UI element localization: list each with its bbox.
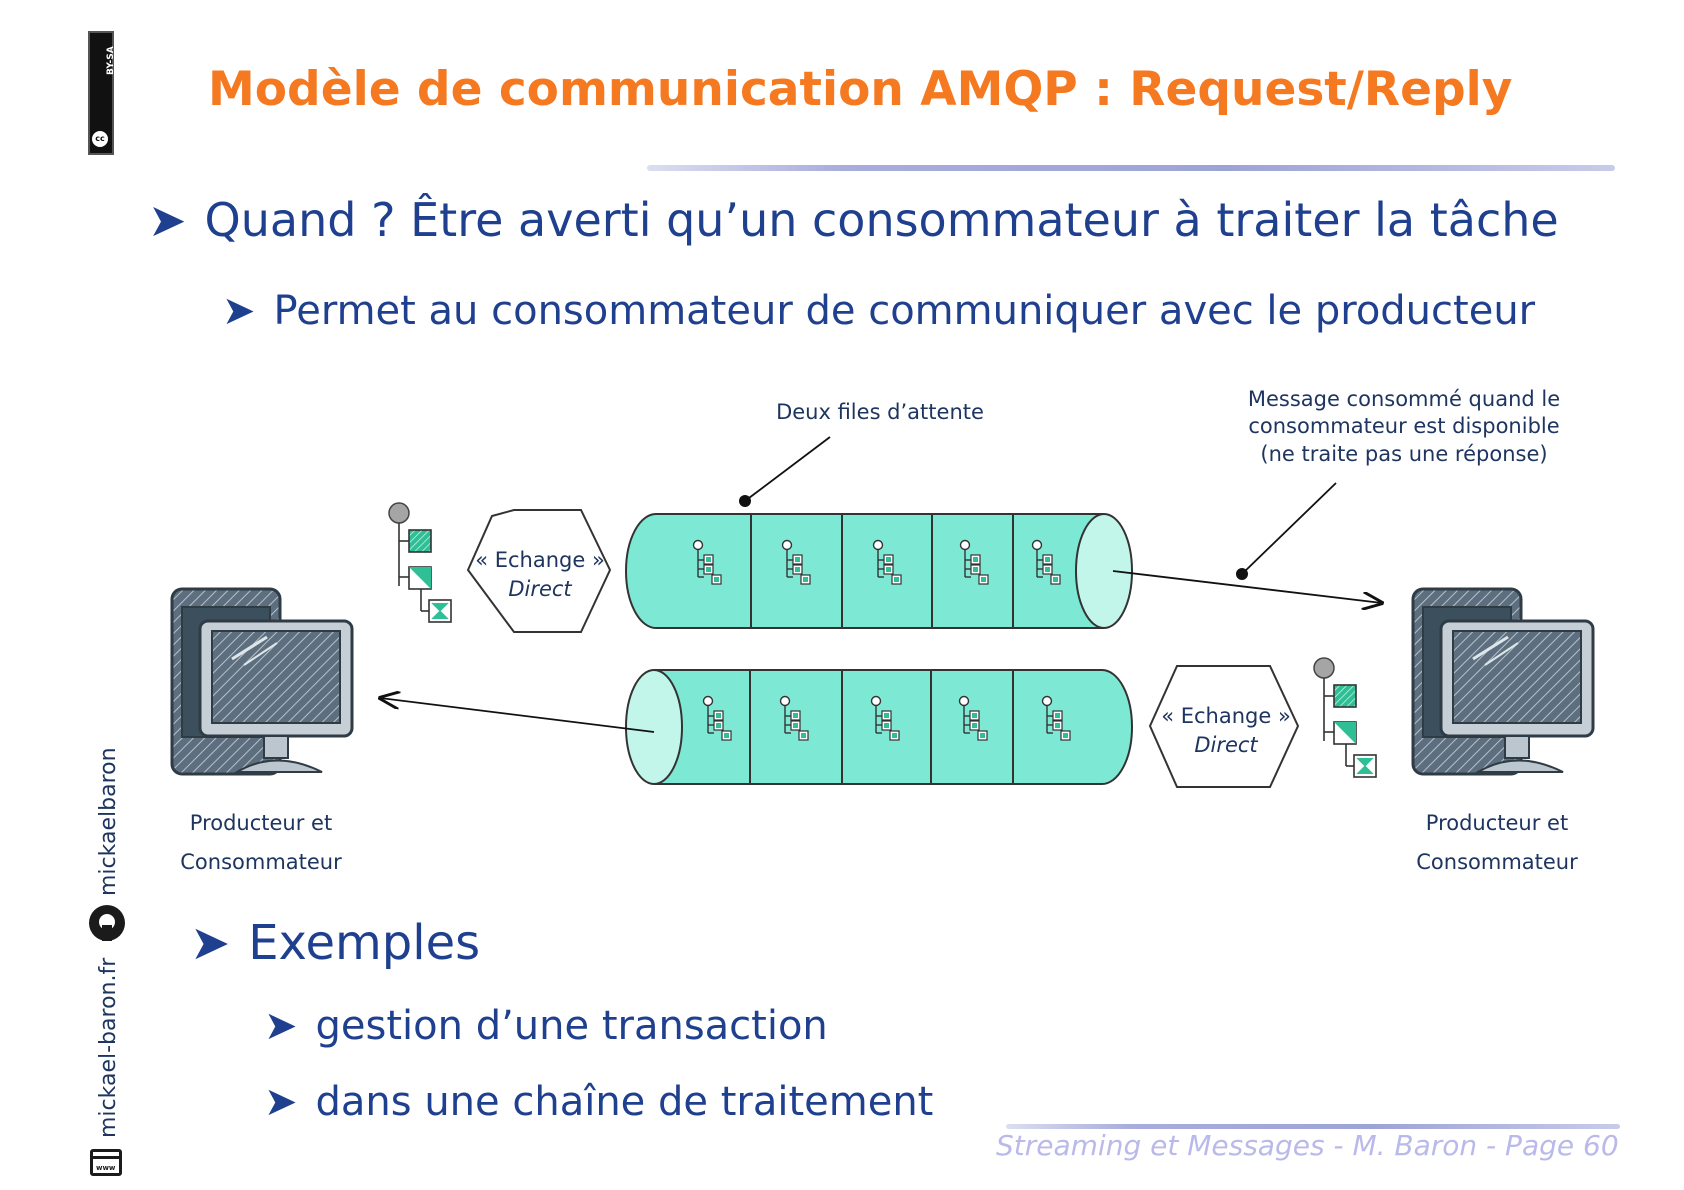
chevron-right-icon: ➤ <box>148 193 187 247</box>
exchange-bottom: « Echange » Direct <box>1148 665 1300 788</box>
bullet-examples: ➤ Exemples <box>190 915 480 971</box>
consume-arrow <box>1112 570 1382 603</box>
cc-license-badge: cc BY-SA <box>88 31 116 155</box>
website-link[interactable]: mickael-baron.fr <box>96 957 121 1138</box>
bullet-example-2: ➤ dans une chaîne de traitement <box>264 1079 933 1125</box>
reply-arrow <box>380 698 655 733</box>
message-note-line1: Message consommé quand le <box>1248 387 1560 411</box>
github-icon <box>89 905 125 941</box>
bullet-permits-text: Permet au consommateur de communiquer av… <box>273 288 1536 334</box>
chevron-right-icon: ➤ <box>222 288 256 334</box>
bullet-permits: ➤ Permet au consommateur de communiquer a… <box>222 288 1535 334</box>
bullet-when: ➤ Quand ? Être averti qu’un consommateur … <box>148 193 1559 247</box>
message-note-line3: (ne traite pas une réponse) <box>1260 442 1547 466</box>
left-actor-line2: Consommateur <box>180 850 342 874</box>
exchange-tree-icon <box>388 502 452 623</box>
queues-note: Deux files d’attente <box>776 400 984 424</box>
exchange-tree-icon <box>1313 657 1377 778</box>
computer-icon <box>1411 587 1595 776</box>
page-title: Modèle de communication AMQP : Request/R… <box>208 62 1513 117</box>
exchange-top: « Echange » Direct <box>466 509 612 633</box>
exchange-top-line2: Direct <box>508 577 572 601</box>
queues-note-dot <box>739 495 751 507</box>
computer-icon <box>170 587 354 776</box>
queues-note-leader <box>744 436 831 502</box>
request-queue <box>625 513 1133 629</box>
bullet-example-1: ➤ gestion d’une transaction <box>264 1003 828 1049</box>
exchange-bottom-line2: Direct <box>1194 733 1258 757</box>
exchange-bottom-line1: « Echange » <box>1161 704 1291 728</box>
web-icon: www <box>90 1149 122 1176</box>
message-note-dot <box>1236 568 1248 580</box>
message-note-leader <box>1241 482 1337 575</box>
github-handle[interactable]: mickaelbaron <box>96 747 121 896</box>
left-actor-line1: Producteur et <box>190 811 332 835</box>
chevron-right-icon: ➤ <box>190 915 231 971</box>
right-actor-line1: Producteur et <box>1426 811 1568 835</box>
bullet-when-text: Quand ? Être averti qu’un consommateur à… <box>204 193 1559 247</box>
cc-license-icon: cc <box>92 131 108 147</box>
bullet-examples-text: Exemples <box>248 915 481 971</box>
reply-queue <box>625 669 1133 785</box>
exchange-top-line1: « Echange » <box>475 548 605 572</box>
footer-divider <box>1006 1124 1620 1129</box>
bullet-example-2-text: dans une chaîne de traitement <box>315 1079 934 1125</box>
right-actor-line2: Consommateur <box>1416 850 1578 874</box>
chevron-right-icon: ➤ <box>264 1079 298 1125</box>
title-divider <box>647 165 1615 171</box>
message-note-line2: consommateur est disponible <box>1248 414 1559 438</box>
bullet-example-1-text: gestion d’une transaction <box>315 1003 828 1049</box>
footer-text: Streaming et Messages - M. Baron - Page … <box>996 1129 1619 1162</box>
chevron-right-icon: ➤ <box>264 1003 298 1049</box>
